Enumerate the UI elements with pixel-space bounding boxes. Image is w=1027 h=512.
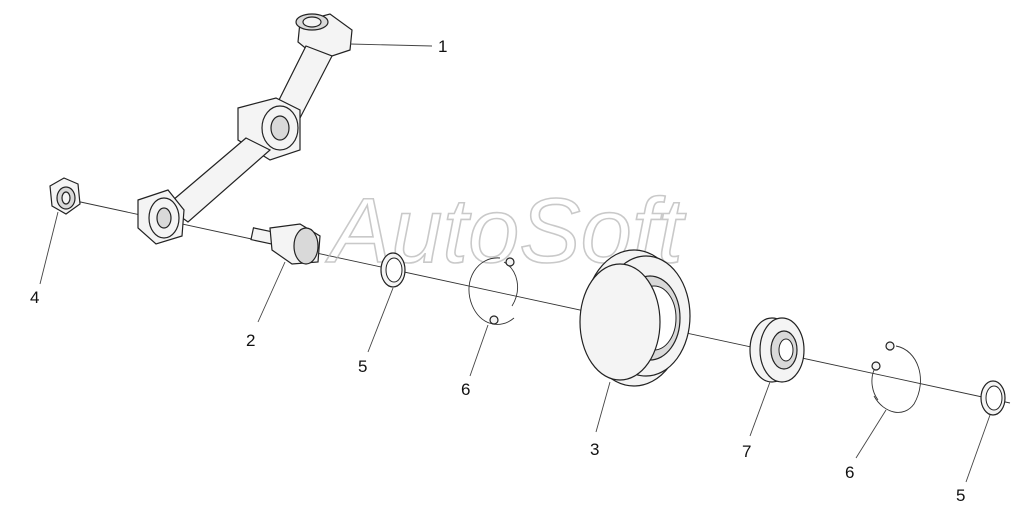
callout-leaders xyxy=(39,43,991,483)
callout-pin: 2 xyxy=(246,331,255,350)
callout-circlip-left: 6 xyxy=(461,380,470,399)
callout-circlip-right: 6 xyxy=(845,463,854,482)
callout-ring-left: 5 xyxy=(358,357,367,376)
callout-arm: 1 xyxy=(438,37,447,56)
retaining-ring-right xyxy=(980,380,1006,416)
lever-arm xyxy=(137,13,353,245)
retaining-ring-left xyxy=(380,252,406,288)
oil-seal xyxy=(579,249,691,387)
ball-bearing xyxy=(749,317,805,383)
hex-nut xyxy=(49,177,81,215)
pivot-pin xyxy=(250,223,321,265)
callout-ring-right: 5 xyxy=(956,486,965,505)
circlip-left xyxy=(468,257,519,325)
callout-seal: 3 xyxy=(590,440,599,459)
assembly-axis xyxy=(61,197,1011,404)
callout-nut: 4 xyxy=(30,288,39,307)
circlip-right xyxy=(871,341,921,413)
callout-bearing: 7 xyxy=(742,442,751,461)
